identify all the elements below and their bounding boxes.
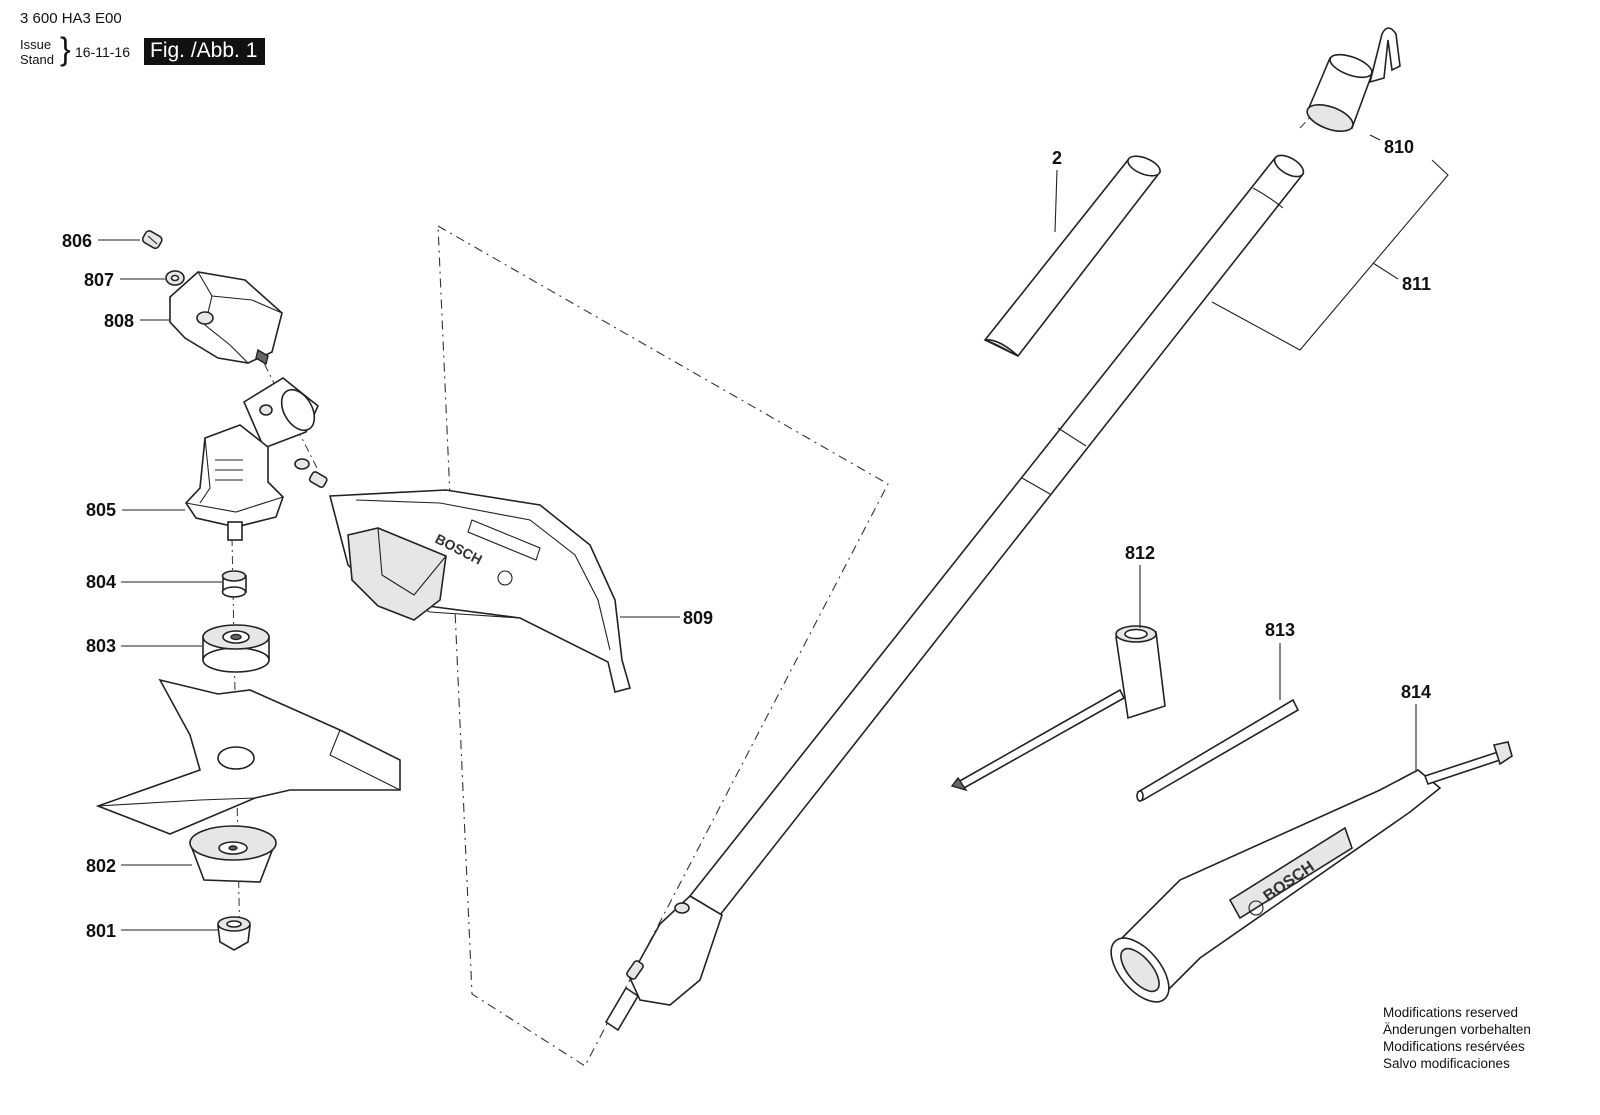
issue-label: Issue [20, 37, 52, 52]
notice-line-en: Modifications reserved [1383, 1005, 1519, 1020]
part-2-sleeve [983, 155, 1162, 358]
part-blade [95, 678, 401, 835]
callout-805: 805 [86, 500, 116, 520]
document-number: 3 600 HA3 E00 [20, 10, 122, 27]
issue-stand-label: Issue Stand [20, 37, 54, 67]
part-808-clamp [169, 271, 283, 366]
part-812-socket-wrench [950, 625, 1166, 792]
callout-2: 2 [1052, 148, 1062, 168]
callout-804: 804 [86, 572, 116, 592]
brace-glyph: } [60, 31, 71, 67]
part-806-screw [141, 230, 163, 250]
callout-809: 809 [683, 608, 713, 628]
part-805-motor-head [184, 377, 328, 541]
notice-line-fr: Modifications resérvées [1383, 1039, 1525, 1054]
callout-812: 812 [1125, 543, 1155, 563]
callout-806: 806 [62, 231, 92, 251]
notice-line-es: Salvo modificaciones [1383, 1056, 1510, 1071]
callout-814: 814 [1401, 682, 1431, 702]
callouts: 806 807 808 805 804 803 802 801 809 2 81… [62, 137, 1431, 941]
part-802-cup [188, 825, 277, 883]
part-804-spacer [221, 570, 247, 598]
part-814-screwdriver: BOSCH [1110, 741, 1513, 1003]
part-807-washer [165, 270, 185, 286]
issue-date: 16-11-16 [75, 44, 131, 60]
part-813-pin [1136, 698, 1300, 802]
callout-803: 803 [86, 636, 116, 656]
callout-807: 807 [84, 270, 114, 290]
callout-808: 808 [104, 311, 134, 331]
modifications-notice: Modifications reserved Änderungen vorbeh… [1383, 1004, 1531, 1072]
callout-801: 801 [86, 921, 116, 941]
part-803-flange [202, 624, 270, 673]
part-811-shaft [604, 154, 1305, 1032]
part-810-cap [1306, 27, 1401, 132]
callout-811: 811 [1402, 274, 1431, 294]
callout-810: 810 [1384, 137, 1414, 157]
leader-lines [98, 134, 1449, 931]
part-809-guard: BOSCH [328, 489, 631, 693]
notice-line-de: Änderungen vorbehalten [1383, 1022, 1531, 1037]
callout-813: 813 [1265, 620, 1295, 640]
callout-802: 802 [86, 856, 116, 876]
figure-label: Fig. /Abb. 1 [144, 38, 266, 65]
part-801-nut [217, 916, 251, 951]
stand-label: Stand [20, 52, 54, 67]
